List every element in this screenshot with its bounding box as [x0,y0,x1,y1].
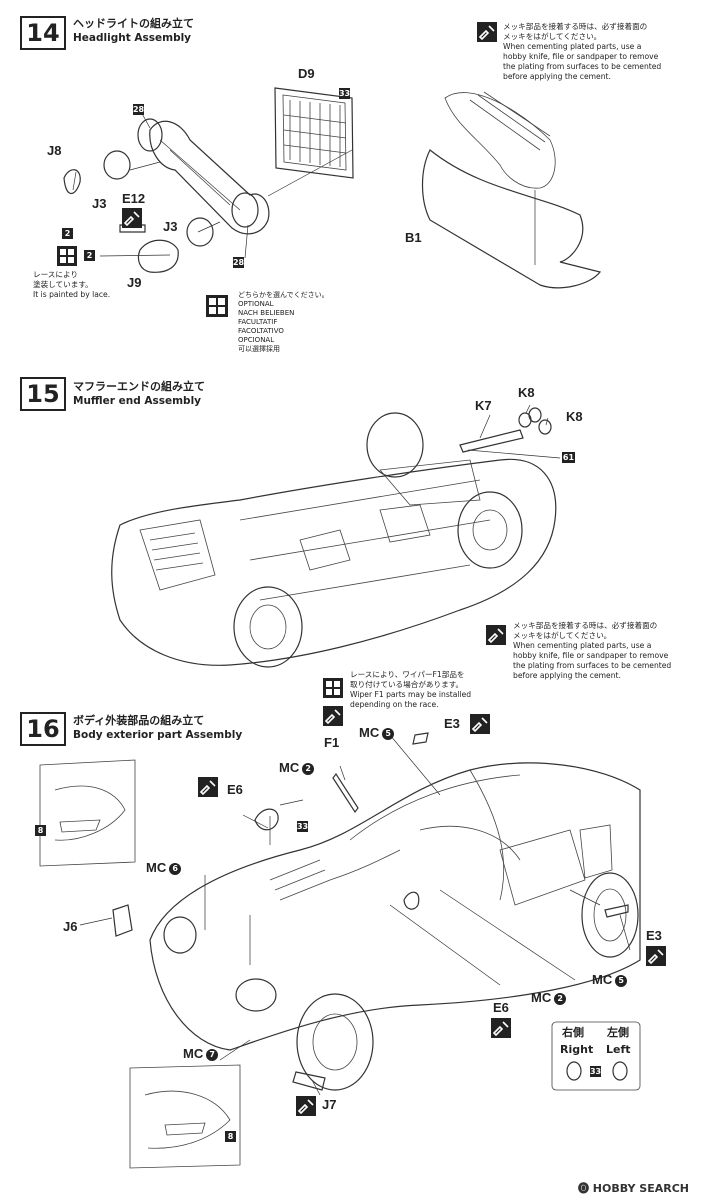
part-number-28-top: 28 [132,104,145,115]
part-number-2-side: 2 [84,250,95,261]
headlight-bucket-drawing [137,118,270,235]
car-underside-drawing [111,404,561,668]
part-number-2-top: 2 [62,228,73,239]
detail-box-bottom [129,1064,241,1169]
leader-lines-14 [72,109,353,259]
plating-scrape-icon [486,625,506,645]
side-left-en: Left [606,1043,631,1056]
label-j7: J7 [322,1097,337,1112]
step-number-14: 14 [20,16,66,50]
plating-scrape-icon [491,1018,511,1038]
hobby-search-logo: 🅞 HOBBY SEARCH [577,1182,689,1195]
step15-title-en: Muffler end Assembly [73,395,202,407]
step14-title-jp: ヘッドライトの組み立て [73,17,194,30]
step15-title-jp: マフラーエンドの組み立て [73,380,205,393]
paint-color-icon [57,246,77,266]
step-number-15: 15 [20,377,66,411]
detail-box-top [39,759,136,867]
label-j9: J9 [127,275,142,290]
label-e6-top: E6 [227,782,243,797]
label-e3-right: E3 [646,928,662,943]
label-e6-bottom: E6 [493,1000,509,1015]
car-body-drawing [79,732,641,1096]
part-number-33: 33 [338,88,351,99]
side-selection-box [551,1021,641,1091]
plating-scrape-icon [323,706,343,726]
part-number-8-top: 8 [35,825,46,836]
part-number-33-side: 33 [589,1066,602,1077]
label-e12: E12 [122,191,146,206]
plating-note-15: メッキ部品を接着する時は、必ず接着面のメッキをはがしてください。 When ce… [513,621,672,680]
headlight-cover-d9 [274,87,354,179]
label-j3-left: J3 [92,196,107,211]
plating-scrape-icon [296,1096,316,1116]
wiper-note: レースにより、ワイパーF1部品を取り付けている場合があります。 Wiper F1… [350,670,472,709]
step16-title-jp: ボディ外装部品の組み立て [73,714,205,727]
step-number-16: 16 [20,712,66,746]
label-f1: F1 [324,735,340,750]
side-right-jp: 右側 [562,1026,584,1039]
front-body-b1-drawing [421,91,602,289]
label-j3-right: J3 [163,219,178,234]
label-k8-top: K8 [518,385,535,400]
plating-scrape-icon [198,777,218,797]
side-left-jp: 左側 [607,1026,629,1039]
optional-icon [323,678,343,698]
side-right-en: Right [560,1043,594,1056]
label-d9: D9 [298,66,315,81]
paint-note: レースにより塗装しています。It is painted by lace. [33,270,111,299]
part-number-8-bottom: 8 [225,1131,236,1142]
label-j6: J6 [63,919,78,934]
plating-scrape-icon [122,208,142,228]
step16-title-en: Body exterior part Assembly [73,729,243,741]
step14-title-en: Headlight Assembly [73,32,192,44]
plating-note-14: メッキ部品を接着する時は、必ず接着面のメッキをはがしてください。 When ce… [503,22,662,81]
plating-scrape-icon [646,946,666,966]
label-j8: J8 [47,143,62,158]
label-k7: K7 [475,398,492,413]
part-number-28-bottom: 28 [232,257,245,268]
optional-icon [206,295,228,317]
part-number-33-top: 33 [296,821,309,832]
plating-scrape-icon [477,22,497,42]
label-k8-right: K8 [566,409,583,424]
plating-scrape-icon [470,714,490,734]
part-number-61: 61 [562,452,575,463]
label-e3-top: E3 [444,716,460,731]
label-b1: B1 [405,230,422,245]
